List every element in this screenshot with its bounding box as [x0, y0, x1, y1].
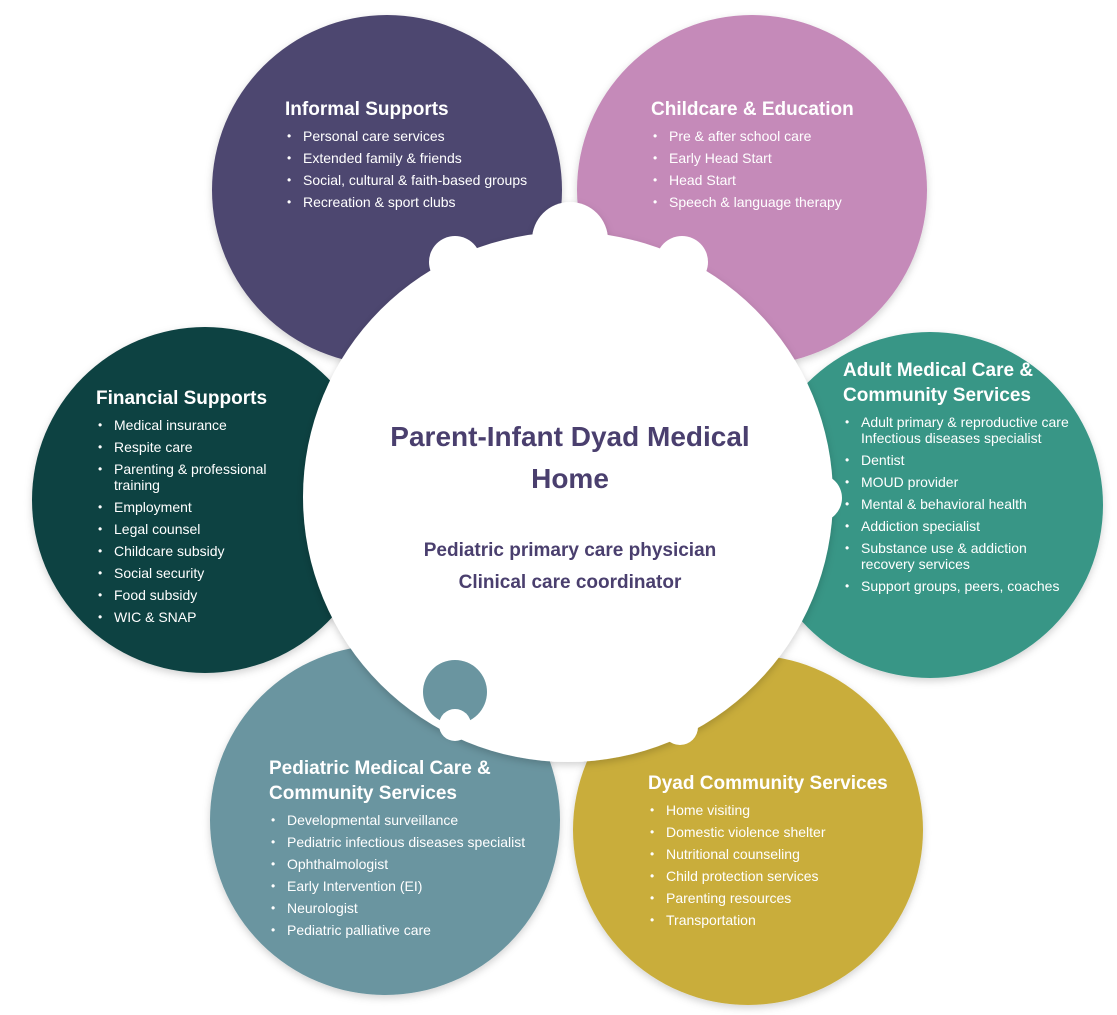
list-item: Social, cultural & faith-based groups [285, 172, 555, 188]
center-top-tab [532, 202, 608, 278]
list-item: Pediatric palliative care [269, 922, 539, 938]
pediatric-medical-care-title: Pediatric Medical Care & Community Servi… [269, 758, 491, 804]
list-item: Developmental surveillance [269, 812, 539, 828]
center-bottom-right-notch [662, 709, 698, 745]
list-item: Adult primary & reproductive care Infect… [843, 414, 1083, 446]
list-item: Parenting resources [648, 890, 918, 906]
list-item: Substance use & addiction recovery servi… [843, 540, 1083, 572]
list-item: Recreation & sport clubs [285, 194, 555, 210]
financial-supports-title: Financial Supports [96, 388, 268, 409]
center-top-right-notch [656, 236, 708, 288]
pediatric-puzzle-tab [423, 660, 487, 724]
center-puzzle-piece [303, 202, 833, 762]
list-item: MOUD provider [843, 474, 1083, 490]
adult-medical-care-section: Adult Medical Care & Community Services … [843, 358, 1083, 600]
list-item: Legal counsel [96, 521, 296, 537]
list-item: Support groups, peers, coaches [843, 578, 1083, 594]
list-item: Parenting & professional training [96, 461, 296, 493]
list-item: Speech & language therapy [651, 194, 901, 210]
pediatric-medical-care-section: Pediatric Medical Care & Community Servi… [269, 756, 539, 944]
list-item: Social security [96, 565, 296, 581]
list-item: Childcare subsidy [96, 543, 296, 559]
list-item: Personal care services [285, 128, 555, 144]
dyad-community-services-title: Dyad Community Services [648, 773, 888, 794]
list-item: Food subsidy [96, 587, 296, 603]
center-subtitle-2: Clinical care coordinator [458, 572, 682, 593]
list-item: Ophthalmologist [269, 856, 539, 872]
center-top-left-notch [429, 236, 481, 288]
list-item: Transportation [648, 912, 918, 928]
list-item: Nutritional counseling [648, 846, 918, 862]
center-title: Parent-Infant Dyad Medical Home [390, 421, 750, 494]
list-item: Pediatric infectious diseases specialist [269, 834, 539, 850]
list-item: Early Head Start [651, 150, 901, 166]
financial-supports-section: Financial Supports Medical insurance Res… [96, 386, 296, 631]
list-item: Extended family & friends [285, 150, 555, 166]
list-item: Dentist [843, 452, 1083, 468]
list-item: Mental & behavioral health [843, 496, 1083, 512]
informal-supports-section: Informal Supports Personal care services… [285, 97, 555, 216]
center-left-tab [311, 461, 379, 529]
informal-supports-title: Informal Supports [285, 99, 449, 120]
adult-medical-care-title: Adult Medical Care & Community Services [843, 360, 1034, 406]
center-bottom-left-notch [439, 709, 471, 741]
dyad-community-services-section: Dyad Community Services Home visiting Do… [648, 771, 918, 934]
list-item: Medical insurance [96, 417, 296, 433]
list-item: Addiction specialist [843, 518, 1083, 534]
list-item: Neurologist [269, 900, 539, 916]
list-item: Domestic violence shelter [648, 824, 918, 840]
list-item: Respite care [96, 439, 296, 455]
center-circle [303, 232, 833, 762]
list-item: Pre & after school care [651, 128, 901, 144]
childcare-education-title: Childcare & Education [651, 99, 854, 120]
list-item: Early Intervention (EI) [269, 878, 539, 894]
center-right-notch [794, 474, 842, 522]
list-item: Home visiting [648, 802, 918, 818]
childcare-education-section: Childcare & Education Pre & after school… [651, 97, 901, 216]
list-item: Employment [96, 499, 296, 515]
center-subtitle-1: Pediatric primary care physician [423, 540, 717, 561]
list-item: Child protection services [648, 868, 918, 884]
list-item: Head Start [651, 172, 901, 188]
list-item: WIC & SNAP [96, 609, 296, 625]
